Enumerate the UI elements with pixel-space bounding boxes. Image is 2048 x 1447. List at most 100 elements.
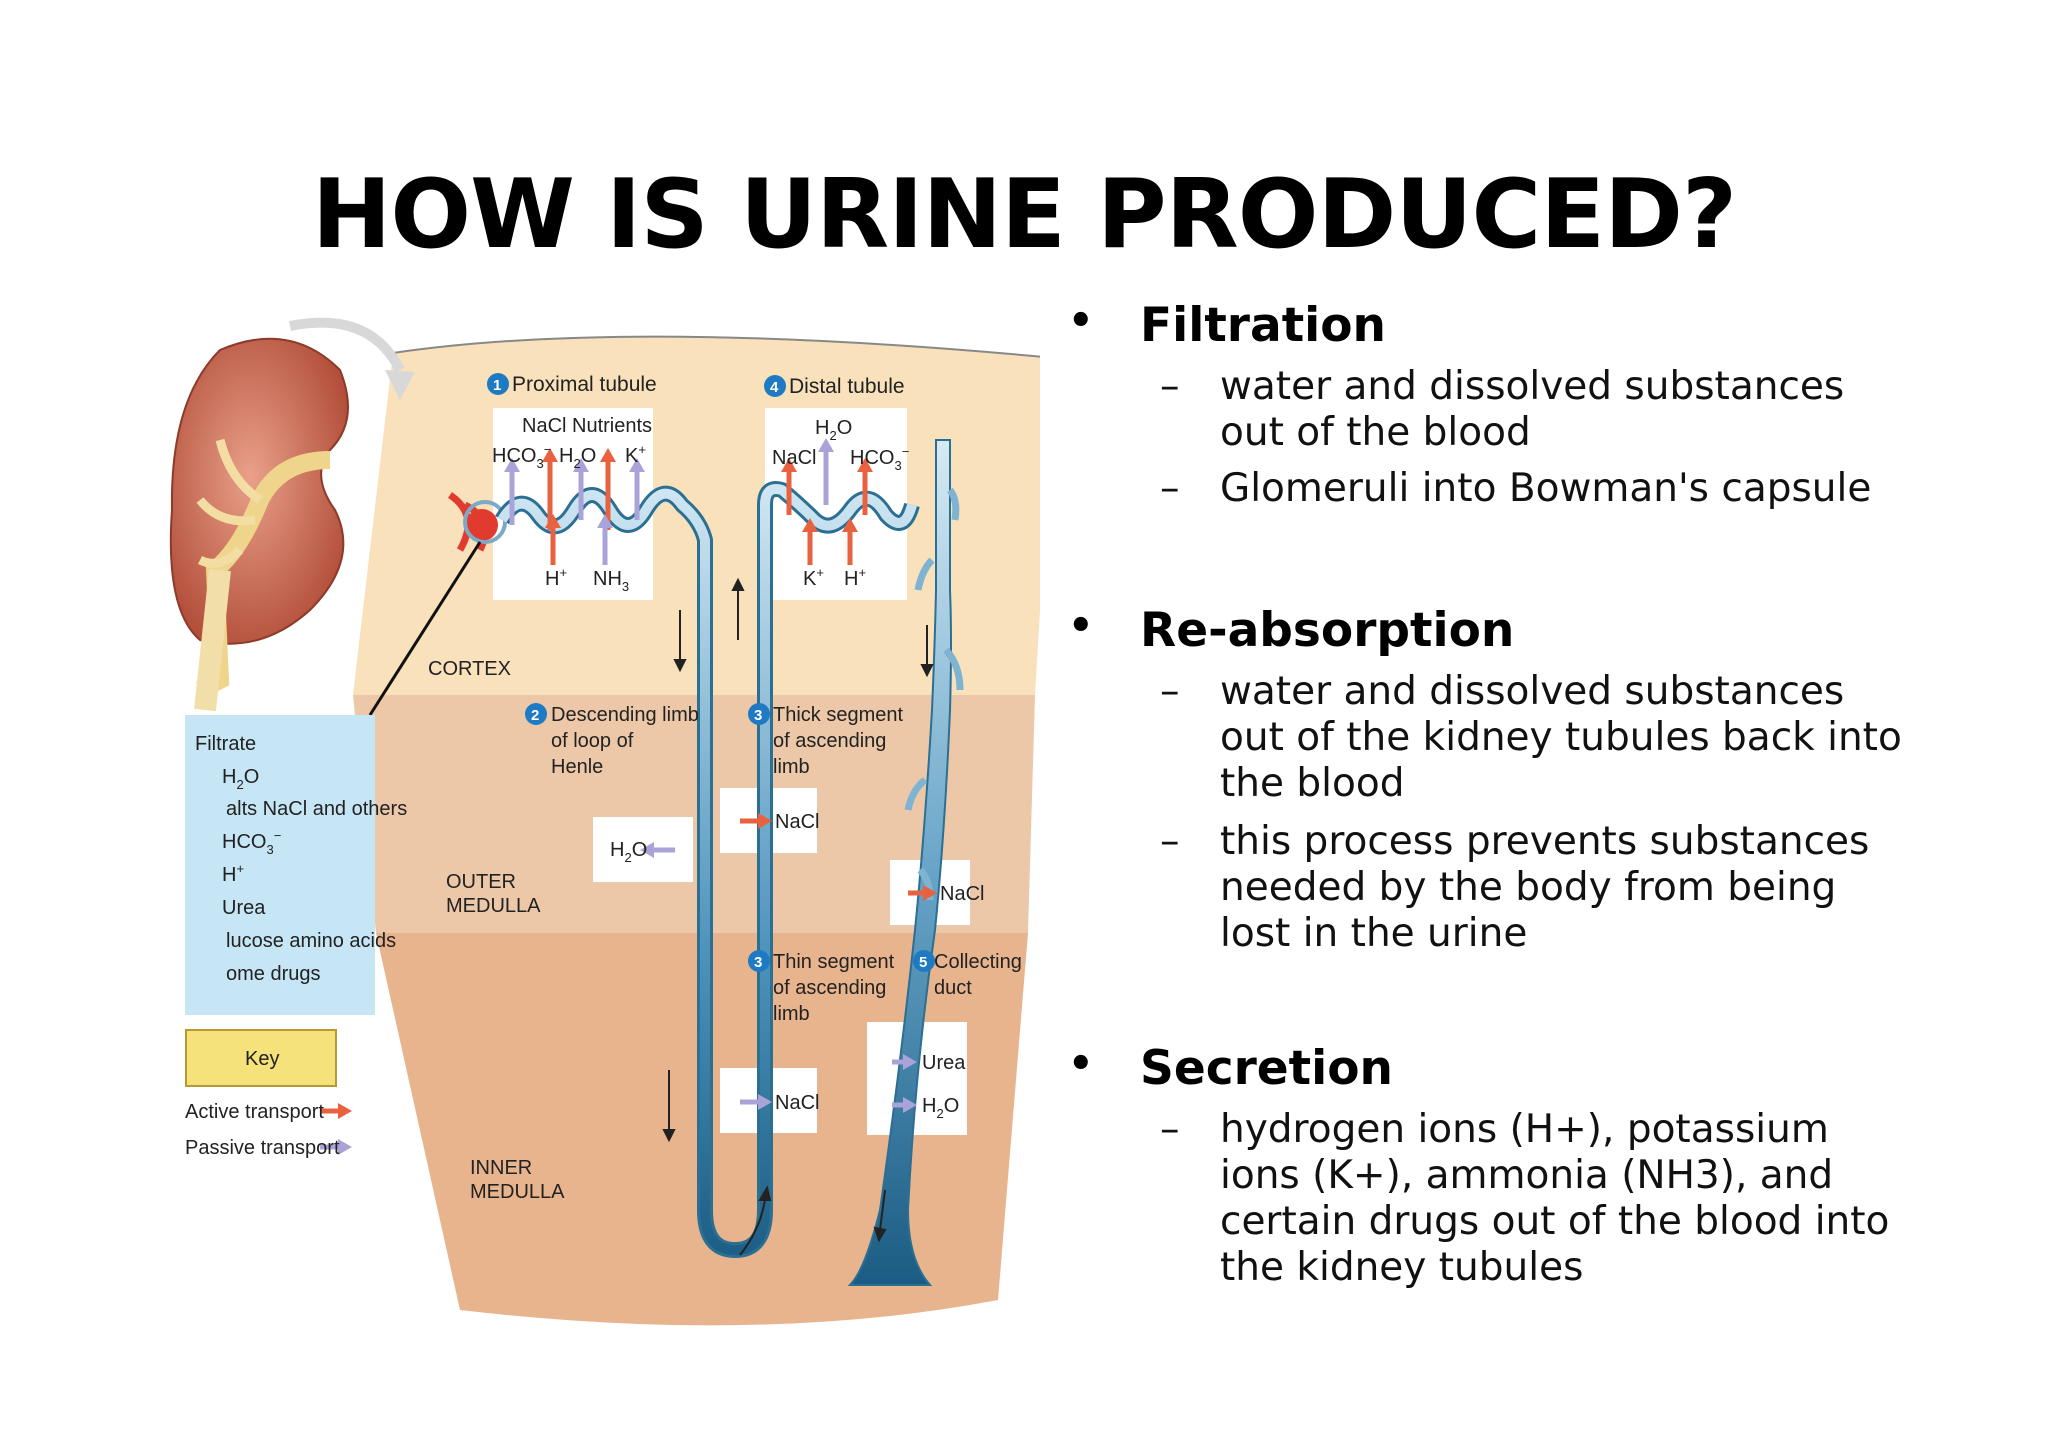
sub-item: – Glomeruli into Bowman's capsule <box>1160 466 2008 512</box>
label-collecting-duct-1: Collecting <box>934 951 1022 973</box>
segment-1-marker <box>487 373 509 395</box>
dash-icon: – <box>1160 466 1180 511</box>
filtrate-salts: alts NaCl and others <box>226 798 407 820</box>
collecting-h2o: H2O <box>922 1095 959 1121</box>
sub-line: water and dissolved substances <box>1220 364 1845 409</box>
filtrate-h: H+ <box>222 861 244 886</box>
section-filtration: • Filtration – water and dissolved subst… <box>1068 298 2008 603</box>
distal-k: K+ <box>803 565 824 590</box>
prox-k: K+ <box>625 442 646 467</box>
segment-4-marker <box>764 375 786 397</box>
sub-line: Glomeruli into Bowman's capsule <box>1220 466 1872 511</box>
sub-line: water and dissolved substances <box>1220 669 1845 714</box>
key-box <box>185 1029 337 1087</box>
section-reabsorption: • Re-absorption – water and dissolved su… <box>1068 603 2008 1041</box>
sub-line: ions (K+), ammonia (NH3), and <box>1220 1153 1834 1198</box>
distal-h: H+ <box>844 565 866 590</box>
sub-line: lost in the urine <box>1220 911 1528 956</box>
prox-hco3: HCO3− <box>492 442 551 471</box>
passive-transport-arrowhead <box>338 1139 352 1155</box>
section-heading: • Filtration <box>1068 298 2008 360</box>
bullet-icon: • <box>1068 298 1094 344</box>
collecting-duct <box>847 439 964 1286</box>
label-descending-limb-1: Descending limb <box>551 704 699 726</box>
filtrate-title: Filtrate <box>195 733 256 755</box>
segment-2-number: 2 <box>531 707 539 724</box>
filtrate-urea: Urea <box>222 897 266 919</box>
dash-icon: – <box>1160 1107 1180 1152</box>
filtrate-h2o: H2O <box>222 766 259 792</box>
dash-icon: – <box>1160 669 1180 714</box>
descending-h2o: H2O <box>610 839 647 865</box>
dash-icon: – <box>1160 819 1180 864</box>
bullet-icon: • <box>1068 1041 1094 1087</box>
sub-line: out of the blood <box>1220 410 1531 455</box>
label-collecting-duct-2: duct <box>934 977 972 999</box>
zone-inner-medulla-2: MEDULLA <box>470 1181 565 1203</box>
distal-hco3: HCO3− <box>850 444 909 473</box>
prox-h2o: H2O <box>559 445 596 471</box>
filtrate-drugs: ome drugs <box>226 963 321 985</box>
segment-4-number: 4 <box>770 379 779 396</box>
distal-transport-arrows <box>781 438 873 565</box>
segment-3b-number: 3 <box>754 954 762 971</box>
segment-3a-marker <box>748 703 770 725</box>
zone-cortex: CORTEX <box>428 658 511 680</box>
prox-nutrients: Nutrients <box>572 415 652 437</box>
label-proximal-tubule: Proximal tubule <box>512 373 657 396</box>
sub-line: the kidney tubules <box>1220 1245 1584 1290</box>
label-descending-limb-3: Henle <box>551 756 603 778</box>
thick-nacl: NaCl <box>775 811 819 833</box>
section-heading: • Re-absorption <box>1068 603 2008 665</box>
side-transport-arrows <box>640 813 937 1113</box>
sub-line: certain drugs out of the blood into <box>1220 1199 1890 1244</box>
segment-3a-number: 3 <box>754 707 762 724</box>
bullet-icon: • <box>1068 603 1094 649</box>
section-secretion: • Secretion – hydrogen ions (H+), potass… <box>1068 1041 2008 1291</box>
label-thin-segment-1: Thin segment <box>773 951 895 973</box>
label-thick-segment-1: Thick segment <box>773 704 903 726</box>
label-thin-segment-2: of ascending <box>773 977 886 999</box>
prox-nacl: NaCl <box>522 415 566 437</box>
proximal-transport-arrows <box>504 448 645 565</box>
collecting-urea: Urea <box>922 1052 966 1074</box>
heading-secretion: Secretion <box>1140 1041 1393 1096</box>
sub-item: – this process prevents substances neede… <box>1160 819 2008 957</box>
sub-line: this process prevents substances <box>1220 819 1870 864</box>
distal-nacl: NaCl <box>772 447 816 469</box>
section-heading: • Secretion <box>1068 1041 2008 1103</box>
label-thick-segment-3: limb <box>773 756 810 778</box>
prox-nh3: NH3 <box>593 568 629 594</box>
bullet-list: • Filtration – water and dissolved subst… <box>1068 298 2008 1291</box>
slide-title: HOW IS URINE PRODUCED? <box>311 160 1737 270</box>
sub-line: out of the kidney tubules back into <box>1220 715 1902 760</box>
filtrate-glucose: lucose amino acids <box>226 930 396 952</box>
segment-5-marker <box>913 950 935 972</box>
segment-2-marker <box>525 703 547 725</box>
sub-item: – hydrogen ions (H+), potassium ions (K+… <box>1160 1107 2008 1291</box>
prox-h: H+ <box>545 565 567 590</box>
label-descending-limb-2: of loop of <box>551 730 634 752</box>
distal-h2o: H2O <box>815 417 852 443</box>
filtrate-box <box>185 715 375 1015</box>
sub-line: the blood <box>1220 761 1405 806</box>
segment-1-number: 1 <box>493 377 501 394</box>
flow-arrows <box>662 577 934 1256</box>
sub-item: – water and dissolved substances out of … <box>1160 364 2008 456</box>
key-passive: Passive transport <box>185 1137 340 1159</box>
label-thin-segment-3: limb <box>773 1003 810 1025</box>
dash-icon: – <box>1160 364 1180 409</box>
glomerulus <box>447 492 507 552</box>
thin-nacl: NaCl <box>775 1092 819 1114</box>
heading-reabsorption: Re-absorption <box>1140 603 1515 658</box>
zone-outer-medulla-2: MEDULLA <box>446 895 541 917</box>
key-title: Key <box>245 1048 279 1070</box>
zone-outer-medulla-1: OUTER <box>446 871 516 893</box>
heading-filtration: Filtration <box>1140 298 1387 353</box>
sub-item: – water and dissolved substances out of … <box>1160 669 2008 807</box>
label-thick-segment-2: of ascending <box>773 730 886 752</box>
filtrate-pointer <box>368 541 482 716</box>
nephron-diagram: CORTEX OUTER MEDULLA INNER MEDULLA 1 Pro… <box>169 317 1040 1326</box>
active-transport-arrowhead <box>338 1103 352 1119</box>
key-active: Active transport <box>185 1101 324 1123</box>
